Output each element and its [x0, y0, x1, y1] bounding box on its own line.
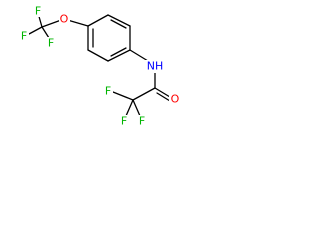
bond-ring-1: [87, 14, 109, 27]
atom-f4: F: [103, 85, 113, 98]
atom-label-n1: NH: [147, 60, 164, 73]
bond-c-c2: [132, 87, 156, 101]
atom-f3: F: [46, 37, 56, 50]
atom-label-f3: F: [48, 37, 54, 50]
atom-f5: F: [119, 115, 129, 128]
atom-label-o1: O: [60, 13, 69, 26]
atom-o1: O: [59, 13, 70, 26]
atom-label-f6: F: [139, 115, 145, 128]
atom-f2: F: [19, 30, 29, 43]
bond-ring-double-a: [110, 19, 127, 29]
chemical-structure: F F F O NH O F F: [19, 5, 180, 128]
bond-layer: [28, 12, 171, 117]
atom-f1: F: [33, 5, 43, 18]
bond-c2-f4: [112, 91, 134, 101]
atom-n1: NH: [145, 60, 164, 73]
atom-o2: O: [169, 92, 180, 106]
bond-c2-f6: [132, 99, 141, 117]
bond-c1-f3: [41, 26, 50, 39]
bond-ring-4: [107, 49, 131, 62]
atom-label-f5: F: [121, 115, 127, 128]
bond-c-o2-b: [156, 92, 171, 102]
bond-ring-2: [107, 14, 131, 27]
atom-f6: F: [137, 115, 147, 128]
atom-label-f1: F: [35, 5, 41, 18]
bond-c2-f5: [125, 99, 134, 117]
bond-ring-n: [129, 49, 149, 62]
bond-c1-f2: [28, 26, 43, 35]
bond-c-o2-a: [154, 87, 171, 98]
bond-ring-5: [87, 49, 109, 62]
atom-label-f4: F: [105, 85, 111, 98]
atom-label-o2: O: [171, 93, 180, 106]
atom-label-f2: F: [21, 30, 27, 43]
bond-ring-double-b: [110, 47, 127, 57]
atom-label-layer: F F F O NH O F F: [19, 5, 180, 128]
